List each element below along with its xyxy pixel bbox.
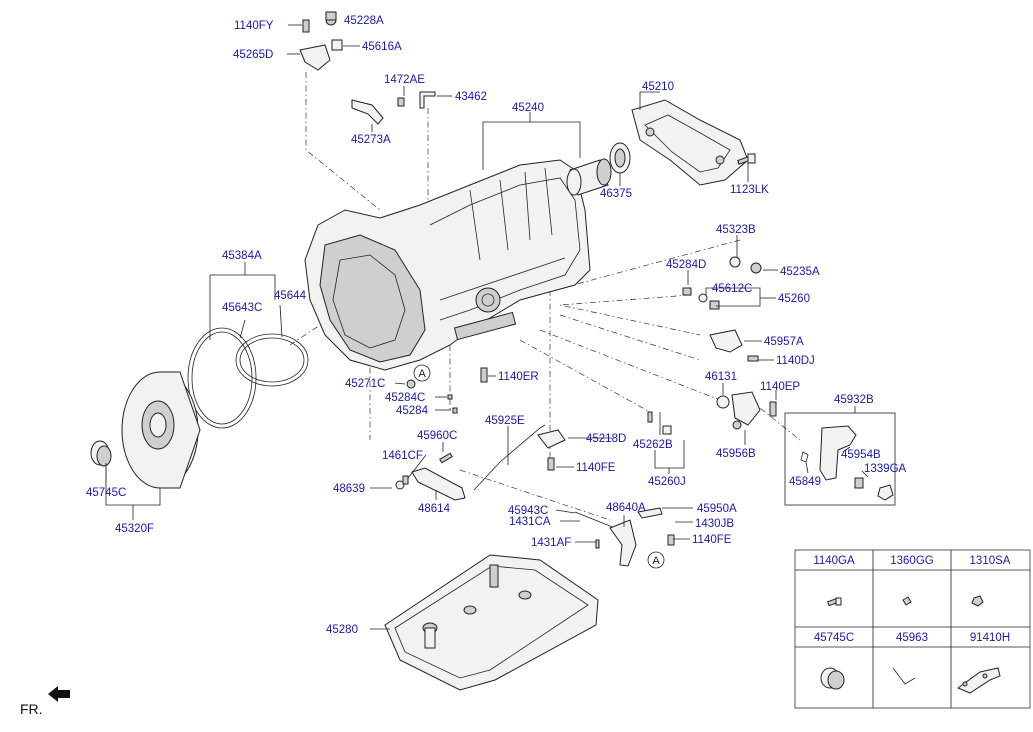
seal-45745C (90, 440, 112, 467)
label-45260J: 45260J (648, 476, 686, 488)
label-45643C: 45643C (222, 302, 262, 314)
label-45228A: 45228A (344, 15, 384, 27)
legend-header-45963: 45963 (896, 632, 928, 644)
reference-a1-text: A (418, 368, 426, 380)
label-45320F: 45320F (115, 523, 154, 535)
bearing-sleeve-46375 (566, 158, 612, 196)
label-45960C: 45960C (417, 430, 457, 442)
bolt-icon (826, 597, 842, 607)
label-45616A: 45616A (362, 41, 402, 53)
bolt-1123LK (737, 153, 756, 165)
label-45849: 45849 (789, 476, 821, 488)
reference-marker-a1: A (413, 364, 431, 382)
leader-lines (105, 24, 869, 630)
fittings-1472AE-43462 (397, 91, 436, 109)
oil-pan-45280 (384, 554, 599, 691)
oil-pump-45320F (121, 371, 201, 489)
label-45262B: 45262B (633, 439, 673, 451)
label-45271C: 45271C (345, 378, 385, 390)
label-45260: 45260 (778, 293, 810, 305)
inset-box-45932B (784, 412, 896, 506)
front-direction-indicator: FR. (20, 686, 70, 717)
legend-header-1310SA: 1310SA (970, 555, 1011, 567)
legend-header-91410H: 91410H (970, 632, 1010, 644)
label-1472AE: 1472AE (384, 74, 425, 86)
label-45644: 45644 (274, 290, 307, 302)
label-1461CF: 1461CF (382, 450, 423, 462)
reference-a2-text: A (652, 555, 660, 567)
label-45265D: 45265D (233, 49, 273, 61)
label-45956B: 45956B (716, 448, 756, 460)
label-45284C: 45284C (385, 392, 425, 404)
label-1140EP: 1140EP (760, 381, 800, 393)
nut-icon (971, 595, 984, 607)
front-arrow-icon (48, 686, 70, 702)
label-45612C: 45612C (712, 283, 752, 295)
clip-icon (902, 596, 912, 606)
case-bolts (406, 367, 488, 414)
hose-45273A (351, 99, 384, 125)
label-1140FE-b: 1140FE (692, 534, 732, 546)
label-48640A: 48640A (606, 502, 646, 514)
label-46375: 46375 (600, 188, 632, 200)
label-45284D: 45284D (666, 259, 706, 271)
label-1431AF: 1431AF (531, 537, 571, 549)
label-1140DJ: 1140DJ (776, 355, 815, 367)
label-45210: 45210 (642, 81, 674, 93)
small-parts-right (682, 256, 777, 430)
label-45745C: 45745C (86, 487, 126, 499)
label-1339GA: 1339GA (864, 463, 907, 475)
reference-marker-a2: A (647, 551, 665, 569)
part-labels: 1140FY 45228A 45265D 45616A 1472AE 43462… (86, 15, 907, 636)
label-45218D: 45218D (586, 433, 626, 445)
label-45273A: 45273A (351, 134, 391, 146)
label-1140FE-a: 1140FE (576, 462, 616, 474)
label-45925E: 45925E (485, 415, 525, 427)
mount-bracket-45210 (631, 99, 749, 186)
label-45323B: 45323B (716, 224, 756, 236)
front-label: FR. (20, 701, 43, 717)
hex-key-icon (892, 667, 916, 685)
label-1140ER: 1140ER (498, 371, 539, 383)
transmission-case (304, 159, 591, 371)
shaft-45943C (574, 507, 675, 567)
label-45280: 45280 (326, 624, 358, 636)
seal-icon (820, 667, 845, 690)
legend-header-1360GG: 1360GG (890, 555, 934, 567)
label-45957A: 45957A (764, 336, 804, 348)
label-1140FY: 1140FY (234, 20, 274, 32)
legend-header-45745C: 45745C (814, 632, 854, 644)
label-1123LK: 1123LK (730, 184, 769, 196)
label-45384A: 45384A (222, 250, 262, 262)
label-46131: 46131 (705, 371, 737, 383)
label-48614: 48614 (418, 503, 451, 515)
gasket-rings (187, 327, 309, 429)
bracket-45265D (299, 11, 343, 71)
label-45943C: 45943C (508, 505, 548, 517)
label-43462: 43462 (455, 91, 487, 103)
seal-ring-46375 (609, 142, 631, 174)
linkage-45925E (473, 411, 672, 491)
label-45954B: 45954B (841, 449, 881, 461)
bracket-icon (956, 667, 1001, 694)
legend-header-1140GA: 1140GA (813, 555, 855, 567)
label-45284: 45284 (396, 405, 429, 417)
label-45235A: 45235A (780, 266, 820, 278)
fastener-legend-table: 1140GA 1360GG 1310SA 45745C 45963 91410H (794, 549, 1031, 709)
lever-48614 (395, 452, 466, 501)
label-1431CA: 1431CA (509, 516, 551, 528)
label-48639: 48639 (333, 483, 365, 495)
label-45950A: 45950A (697, 503, 737, 515)
label-45240: 45240 (512, 102, 544, 114)
label-45932B: 45932B (834, 394, 874, 406)
label-1430JB: 1430JB (695, 518, 734, 530)
